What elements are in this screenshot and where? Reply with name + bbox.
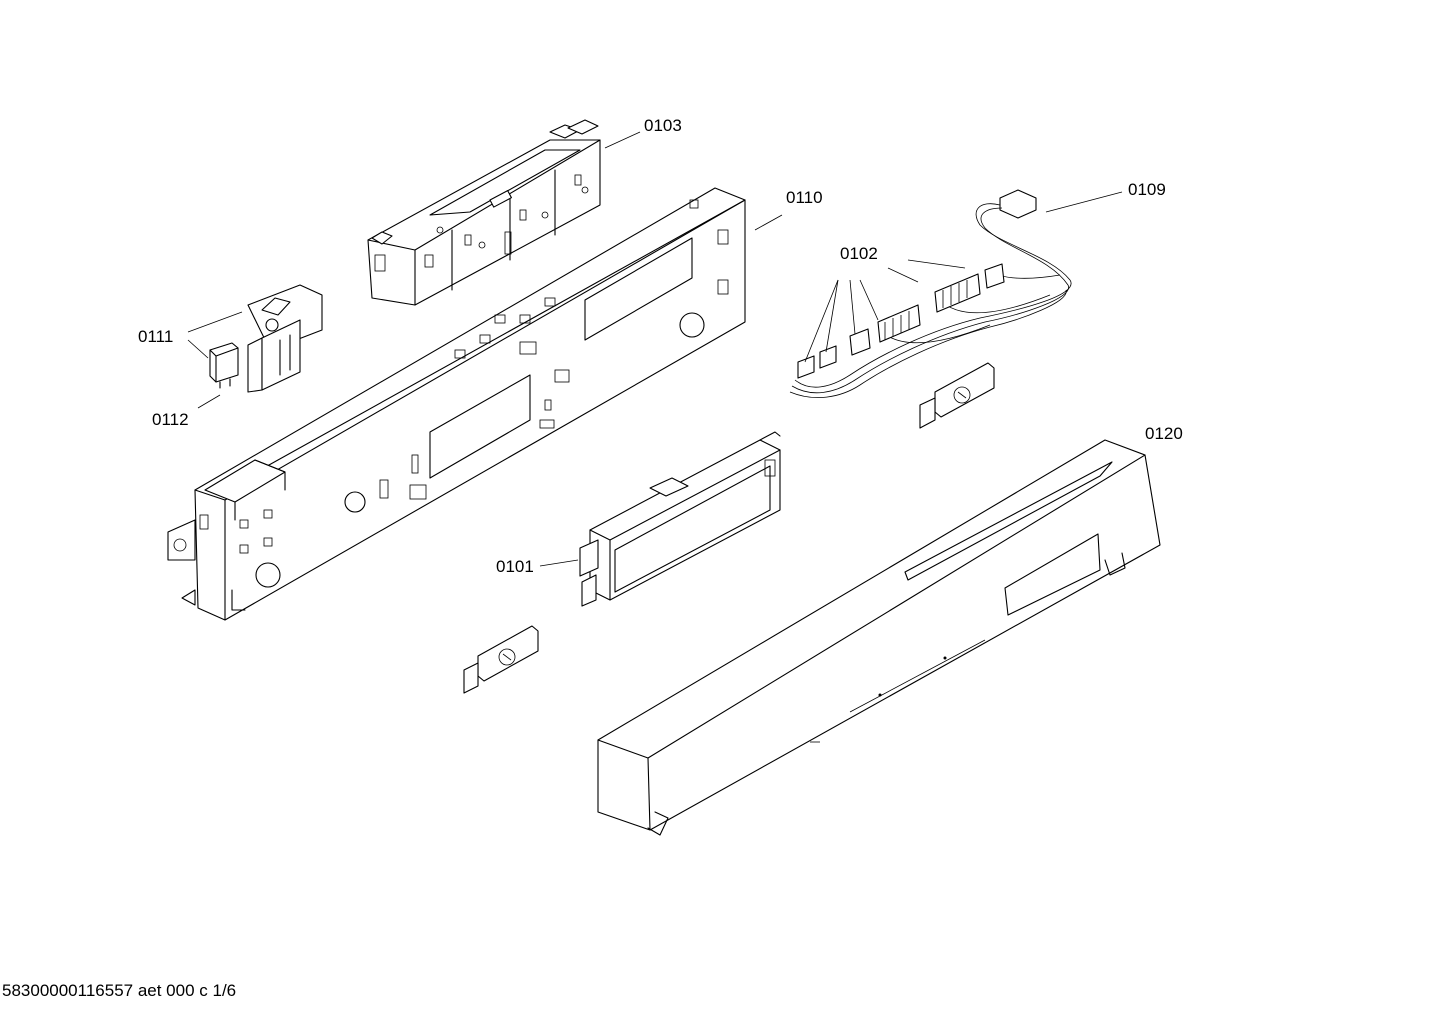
part-0109-wiring-harness[interactable] [789,189,1072,398]
part-0110-panel-frame[interactable] [167,187,746,621]
label-0103: 0103 [644,116,682,135]
label-0110: 0110 [786,188,823,207]
part-0101-display-module[interactable] [579,431,781,607]
part-0103-electronic-module[interactable] [367,119,601,306]
part-0102-connectors[interactable] [797,263,1005,379]
part-bracket-clip-right[interactable] [919,362,995,429]
label-0111: 0111 [138,327,173,346]
label-0102: 0102 [840,244,878,263]
part-0112-connector[interactable] [209,342,239,389]
label-0109: 0109 [1128,180,1166,199]
label-0112: 0112 [152,410,189,429]
label-0120: 0120 [1145,424,1183,443]
leader-lines [187,131,1123,567]
part-bracket-clip-left[interactable] [463,625,539,694]
drawing-reference-code: 58300000116557 aet 000 c 1/6 [2,981,237,1000]
part-0120-fascia[interactable] [597,439,1161,836]
label-0101: 0101 [496,557,534,576]
part-0111-relay[interactable] [247,284,323,393]
